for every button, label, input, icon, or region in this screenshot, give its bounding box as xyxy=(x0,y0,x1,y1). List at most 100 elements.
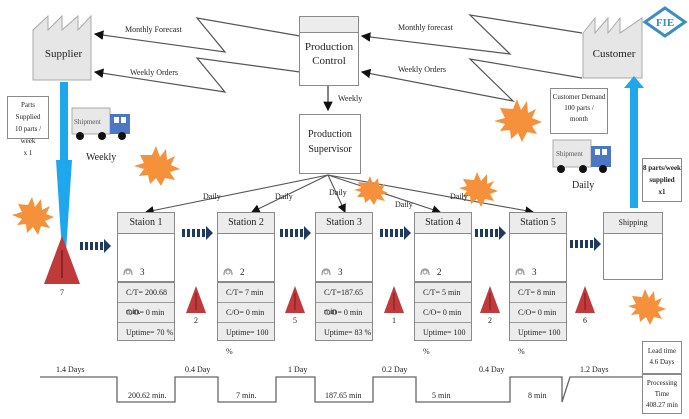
inventory-count: 5 xyxy=(293,316,297,325)
inventory-count: 2 xyxy=(194,316,198,325)
uptime: Uptime= 100 % xyxy=(423,328,466,356)
operator-icon xyxy=(420,268,430,276)
electronic-info-flow-customer-orders xyxy=(360,58,583,102)
electronic-info-flow-customer-forecast xyxy=(360,14,583,55)
kaizen-burst-lead-time xyxy=(628,289,666,325)
station-box[interactable]: Station 4 2 xyxy=(414,212,472,282)
customer-demand-title: Customer Demand xyxy=(552,93,606,101)
station-box[interactable]: Station 5 3 xyxy=(509,212,567,282)
customer-demand-box: Customer Demand 100 parts / month xyxy=(550,88,608,134)
supplier-truck-label: Shipment xyxy=(74,118,101,126)
process-time-3: 187.65 min xyxy=(325,391,362,400)
inventory-triangles xyxy=(186,286,595,313)
station-name: Staion 1 xyxy=(118,213,174,234)
customer-truck-label: Shipment xyxy=(556,150,583,158)
operator-icon xyxy=(123,268,133,276)
station-name: Station 5 xyxy=(510,213,566,234)
customer-shipment-arrow xyxy=(624,76,644,208)
station-name: Station 4 xyxy=(415,213,471,234)
kaizen-burst-customer xyxy=(494,99,542,142)
operator-count: 3 xyxy=(338,267,343,277)
kaizen-burst-station1 xyxy=(134,146,180,186)
supplier-forecast-label: Monthly Forecast xyxy=(125,25,182,34)
changeover-time: C/O= 0 min xyxy=(510,303,566,323)
daily-label-4: Daily xyxy=(395,200,413,209)
customer-truck-icon xyxy=(552,139,611,173)
kaizen-burst-station4 xyxy=(459,172,498,207)
inventory-count: 2 xyxy=(488,316,492,325)
fie-logo-icon: FIE xyxy=(642,6,688,38)
uptime: Uptime= 83 % xyxy=(324,328,372,337)
timeline-line xyxy=(40,376,642,403)
operator-count: 2 xyxy=(437,267,442,277)
process-time-5: 8 min xyxy=(528,391,547,400)
customer-label: Customer xyxy=(592,48,636,60)
cycle-time: C/T= 5 min xyxy=(415,283,471,303)
supplier-info-box: Parts Supplied 10 parts / week x 1 xyxy=(7,96,49,157)
wait-time-4: 0.2 Day xyxy=(382,365,408,374)
production-control-box[interactable]: Production Control xyxy=(299,16,359,86)
lead-time-value: 4.6 Days xyxy=(649,358,675,366)
wait-time-6: 1.2 Days xyxy=(580,365,609,374)
supervisor-line1: Production xyxy=(308,129,352,140)
electronic-info-flow-supplier-orders xyxy=(93,57,301,93)
operator-icon xyxy=(223,268,233,276)
customer-orders-label: Weekly Orders xyxy=(398,65,447,74)
inventory-count: 1 xyxy=(392,316,396,325)
uptime: Uptime= 100 % xyxy=(518,328,561,356)
customer-supply-line2: supplied xyxy=(649,176,675,184)
push-arrows xyxy=(80,226,601,253)
customer-factory-icon xyxy=(582,16,643,79)
daily-label-5: Daily xyxy=(450,192,468,201)
raw-inventory-icon xyxy=(44,236,80,284)
shipping-box[interactable]: Shipping xyxy=(603,212,663,280)
operator-count: 3 xyxy=(140,267,145,277)
kaizen-bursts xyxy=(12,99,666,325)
process-time-2: 7 min. xyxy=(236,391,257,400)
operator-count: 2 xyxy=(240,267,245,277)
station-box[interactable]: Staion 1 3 xyxy=(117,212,175,282)
cycle-time: C/T= 8 min xyxy=(510,283,566,303)
uptime: Uptime= 100 % xyxy=(226,328,269,356)
daily-label-1: Daily xyxy=(203,192,221,201)
daily-label-2: Daily xyxy=(275,192,293,201)
customer-supply-line1: 8 parts/week xyxy=(643,164,681,172)
production-supervisor-box[interactable]: Production Supervisor xyxy=(299,114,361,174)
changeover-time: C/O= 0 min xyxy=(118,303,174,323)
production-control-line2: Control xyxy=(312,55,346,67)
processing-time-label: Processing xyxy=(646,379,678,387)
process-time-4: 5 min xyxy=(432,391,451,400)
kaizen-burst-supplier xyxy=(12,197,54,235)
customer-shipment-frequency: Daily xyxy=(572,180,595,191)
supplier-factory-icon xyxy=(32,14,92,81)
customer-supply-line3: x1 xyxy=(658,188,666,196)
supplier-truck-icon xyxy=(71,107,130,140)
wait-time-2: 0.4 Day xyxy=(185,365,211,374)
lead-time-label: Lead time xyxy=(647,347,677,355)
supplier-shipment-arrow xyxy=(56,82,72,282)
cycle-time: C/T=187.65 min xyxy=(316,283,372,316)
inventory-count: 6 xyxy=(583,316,587,325)
station-data-box: C/T= 5 min C/O= 0 min Uptime= 100 % xyxy=(414,282,472,356)
operator-icon xyxy=(321,268,331,276)
electronic-info-flow-supplier-forecast xyxy=(93,17,301,53)
station-box[interactable]: Station 3 3 xyxy=(315,212,373,282)
daily-label-3: Daily xyxy=(329,188,347,197)
supplier-info-line3: x 1 xyxy=(23,149,33,157)
supplier-shipment-frequency: Weekly xyxy=(86,152,117,163)
supplier-info-line1: Parts Supplied xyxy=(15,101,41,121)
customer-supply-box: 8 parts/week supplied x1 xyxy=(642,158,682,202)
wait-time-5: 0.4 Day xyxy=(479,365,505,374)
wait-time-1: 1.4 Days xyxy=(56,365,85,374)
station-box[interactable]: Station 2 2 xyxy=(217,212,275,282)
cycle-time: C/T= 200.68 min. xyxy=(118,283,174,316)
processing-time-value: 408.27 min xyxy=(646,401,678,409)
kaizen-burst-station3 xyxy=(354,176,388,205)
station-data-box: C/T= 200.68 min. C/O= 0 min Uptime= 70 % xyxy=(117,282,175,341)
shipping-label: Shipping xyxy=(604,213,662,234)
station-data-box: C/T= 8 min C/O= 0 min Uptime= 100 % xyxy=(509,282,567,356)
processing-time-box: Processing Time 408.27 min xyxy=(642,374,682,414)
production-control-line1: Production xyxy=(304,41,354,53)
changeover-time: C/O= 0 min xyxy=(415,303,471,323)
customer-demand-line3: month xyxy=(570,115,588,123)
